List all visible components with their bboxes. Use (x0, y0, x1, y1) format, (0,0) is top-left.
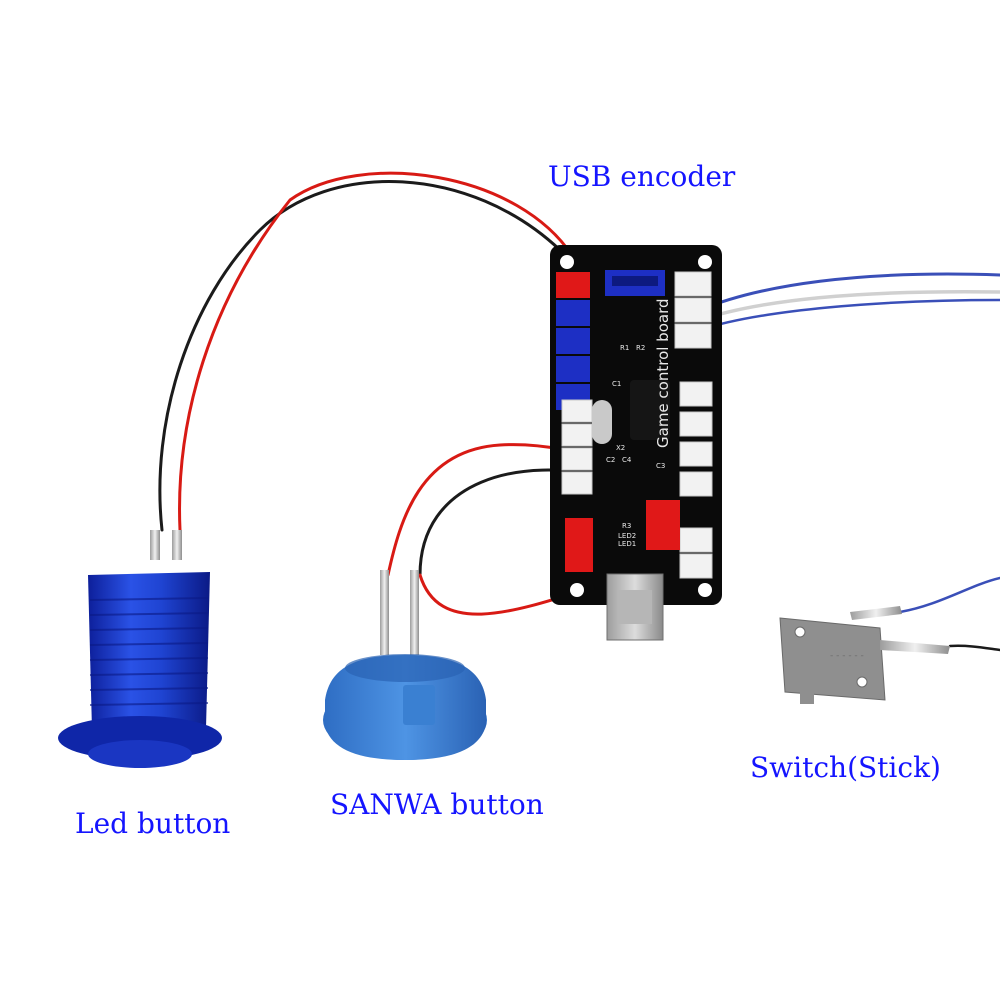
switch-wires (898, 576, 1000, 652)
usb-encoder-label: USB encoder (548, 160, 736, 193)
left-bottom-red-connector (565, 518, 593, 572)
component-c2: C2 (606, 456, 615, 464)
component-r2: R2 (636, 344, 645, 352)
sanwa-button-label: SANWA button (330, 788, 544, 821)
svg-text:- - - - - -: - - - - - - (830, 651, 864, 661)
component-r1: R1 (620, 344, 629, 352)
usb-encoder-board: Game control board R1 R2 R3 C1 C2 C3 C4 … (550, 245, 722, 641)
component-x2: X2 (616, 444, 625, 452)
led-button (58, 530, 222, 768)
board-silkscreen: Game control board (654, 298, 672, 448)
led-button-label: Led button (75, 807, 231, 840)
component-led1: LED1 (618, 540, 636, 548)
encoder-right-wires (698, 272, 1000, 332)
component-c4: C4 (622, 456, 632, 464)
component-c1: C1 (612, 380, 621, 388)
left-red-connector (556, 272, 590, 298)
sanwa-button (323, 570, 487, 760)
switch-stick-label: Switch(Stick) (750, 751, 941, 784)
right-red-connector (646, 500, 680, 550)
microswitch: - - - - - - (779, 606, 950, 704)
component-c3: C3 (656, 462, 665, 470)
component-r3: R3 (622, 522, 631, 530)
component-led2: LED2 (618, 532, 636, 540)
